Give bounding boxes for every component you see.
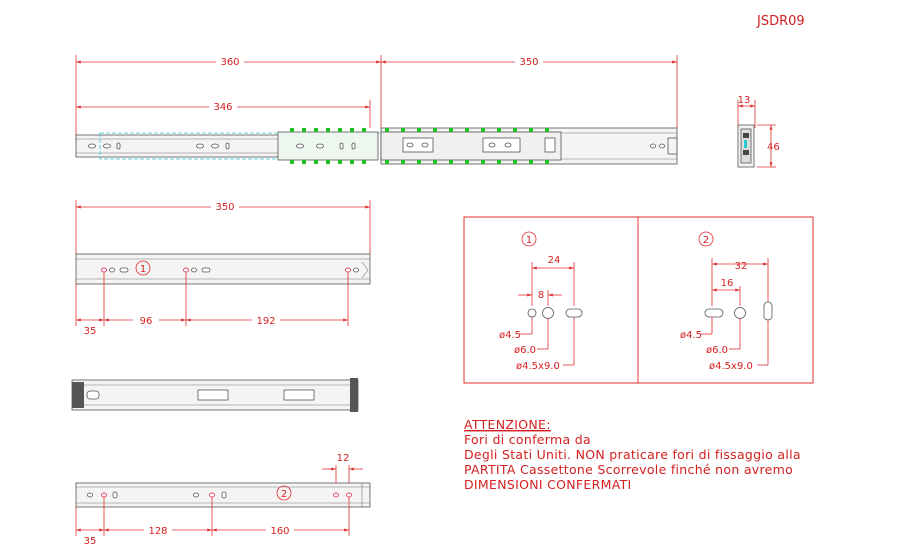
dim-extension: 350 — [519, 57, 538, 68]
side-profile: 13 46 — [737, 95, 780, 168]
drawing-code: JSDR09 — [756, 14, 805, 29]
ball-bearing — [433, 128, 437, 132]
ball-bearing — [338, 128, 342, 132]
dim-side-width: 13 — [738, 95, 751, 106]
detail-panel: 1 24 8 ø4.5 ø6.0 ø4.5x9.0 2 — [463, 216, 814, 384]
ball-bearing — [385, 160, 389, 164]
detail2-outer: 32 — [735, 261, 748, 272]
ball-bearing — [417, 160, 421, 164]
ball-bearing — [350, 128, 354, 132]
note-line: Fori di conferma da — [464, 432, 591, 447]
ball-bearing — [481, 160, 485, 164]
ball-bearing — [433, 160, 437, 164]
ball-bearing — [465, 160, 469, 164]
ball-bearing — [362, 160, 366, 164]
ball-bearing — [350, 160, 354, 164]
ball-bearing — [529, 128, 533, 132]
ball-bearing — [545, 160, 549, 164]
member2-view: 12 2 35 128 160 — [75, 453, 371, 547]
member1-length: 350 — [215, 202, 234, 213]
note-title: ATTENZIONE: — [464, 417, 551, 432]
note-line: DIMENSIONI CONFERMATI — [464, 477, 632, 492]
detail2-marker: 2 — [703, 235, 709, 246]
attention-note: ATTENZIONE: Fori di conferma da Degli St… — [464, 417, 801, 492]
ball-bearing — [302, 128, 306, 132]
member2-offset: 35 — [84, 536, 97, 547]
ball-bearing — [401, 160, 405, 164]
ball-bearing — [417, 128, 421, 132]
member1-offset: 35 — [84, 326, 97, 337]
ball-bearing — [513, 128, 517, 132]
ball-bearing — [481, 128, 485, 132]
note-line: Degli Stati Uniti. NON praticare fori di… — [464, 447, 801, 462]
member2-spacing-b: 160 — [270, 526, 289, 537]
ball-bearing — [314, 128, 318, 132]
member2-marker: 2 — [281, 489, 287, 500]
detail2-inner: 16 — [721, 278, 734, 289]
detail1-inner: 8 — [538, 290, 544, 301]
member1-spacing-a: 96 — [140, 316, 153, 327]
dim-total-closed: 360 — [220, 57, 239, 68]
dim-inner: 346 — [213, 102, 232, 113]
ball-bearing — [290, 160, 294, 164]
ball-bearing — [290, 128, 294, 132]
ball-bearing — [338, 160, 342, 164]
detail2: 2 32 16 ø4.5 ø6.0 ø4.5x9.0 — [680, 231, 773, 372]
detail2-hole-med: ø6.0 — [706, 345, 728, 356]
top-view: 360 350 346 — [75, 55, 678, 165]
detail2-hole-small: ø4.5 — [680, 330, 702, 341]
ball-bearing — [326, 128, 330, 132]
dim-side-height: 46 — [767, 142, 780, 153]
detail1: 1 24 8 ø4.5 ø6.0 ø4.5x9.0 — [499, 231, 583, 372]
ball-bearing — [302, 160, 306, 164]
ball-bearing — [385, 128, 389, 132]
ball-bearing — [529, 160, 533, 164]
ball-bearing — [497, 128, 501, 132]
ball-bearing — [465, 128, 469, 132]
ball-bearing — [449, 160, 453, 164]
ball-bearing — [513, 160, 517, 164]
detail1-hole-small: ø4.5 — [499, 330, 521, 341]
detail2-slot: ø4.5x9.0 — [709, 361, 753, 372]
detail1-hole-med: ø6.0 — [514, 345, 536, 356]
detail1-outer: 24 — [548, 255, 561, 266]
ball-bearing — [362, 128, 366, 132]
ball-bearing — [326, 160, 330, 164]
ball-bearing — [401, 128, 405, 132]
rail-side-view — [71, 378, 359, 412]
member2-small: 12 — [337, 453, 350, 464]
ball-bearing — [545, 128, 549, 132]
member1-view: 350 1 35 96 192 — [75, 200, 371, 337]
detail1-slot: ø4.5x9.0 — [516, 361, 560, 372]
detail1-marker: 1 — [526, 235, 532, 246]
ball-bearing — [449, 128, 453, 132]
member2-spacing-a: 128 — [148, 526, 167, 537]
ball-bearing — [314, 160, 318, 164]
note-line: PARTITA Cassettone Scorrevole finché non… — [464, 462, 793, 477]
member1-spacing-b: 192 — [256, 316, 275, 327]
ball-bearing — [497, 160, 501, 164]
member1-marker: 1 — [140, 264, 146, 275]
